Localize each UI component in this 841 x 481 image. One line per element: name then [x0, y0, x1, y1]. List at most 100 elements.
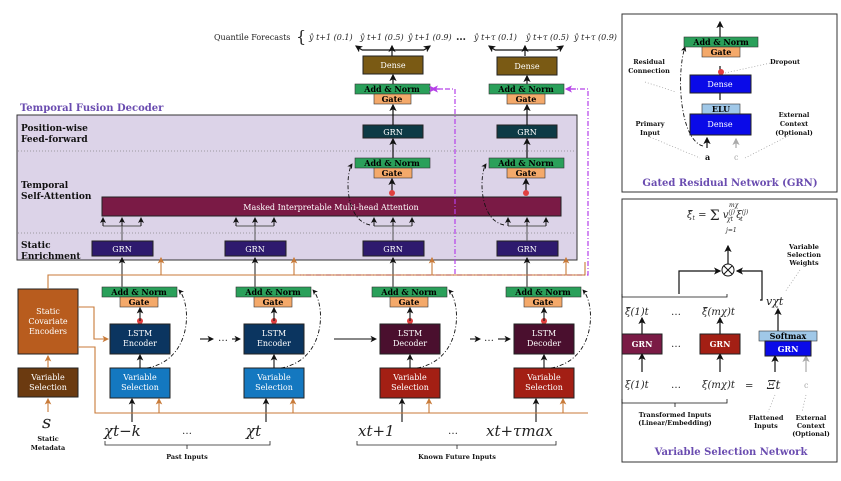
- svg-text:Masked Interpretable Multi-hea: Masked Interpretable Multi-head Attentio…: [243, 203, 418, 212]
- svg-text:Transformed Inputs(Linear/Embe: Transformed Inputs(Linear/Embedding): [638, 411, 711, 427]
- svg-text:Dropout: Dropout: [770, 58, 800, 66]
- svg-text:c: c: [804, 381, 809, 390]
- svg-text:c: c: [734, 153, 739, 162]
- dropout-dot: [523, 190, 529, 196]
- svg-text:GRN: GRN: [383, 245, 402, 254]
- enrichment-grn: GRN: [224, 217, 298, 286]
- decoder-panel: [16, 114, 578, 261]
- quantile-tt-01: ŷ t+τ (0.1): [473, 33, 517, 42]
- svg-text:vχt: vχt: [766, 295, 784, 308]
- svg-text:ELU: ELU: [712, 104, 730, 114]
- svg-text:Gate: Gate: [399, 297, 420, 307]
- svg-text:a: a: [705, 152, 710, 162]
- quantile-tt-05: ŷ t+τ (0.5): [525, 33, 569, 42]
- past-ellipsis: …: [182, 426, 192, 437]
- svg-text:GRN: GRN: [245, 245, 264, 254]
- svg-text:Add & Norm: Add & Norm: [692, 37, 749, 47]
- quantile-forecasts-label: Quantile Forecasts: [214, 33, 290, 42]
- svg-text:…: …: [671, 307, 681, 318]
- quantile-t1-09: ŷ t+1 (0.9): [407, 33, 452, 42]
- svg-text:ξ̃(mχ)t: ξ̃(mχ)t: [702, 307, 736, 318]
- dense-block-tt: Dense: [496, 56, 558, 76]
- svg-text:ξ(mχ)t: ξ(mχ)t: [702, 380, 736, 391]
- svg-text:Add & Norm: Add & Norm: [497, 158, 554, 168]
- svg-text:GRN: GRN: [632, 339, 653, 349]
- svg-text:GRN: GRN: [710, 339, 731, 349]
- svg-text:=: =: [745, 381, 753, 392]
- svg-text:…: …: [671, 380, 681, 391]
- attention-block: Masked Interpretable Multi-head Attentio…: [101, 196, 562, 217]
- svg-text:Dense: Dense: [514, 62, 539, 71]
- dropout-dot: [389, 190, 395, 196]
- decoder-title: Temporal Fusion Decoder: [20, 103, 164, 114]
- svg-text:Add & Norm: Add & Norm: [497, 84, 554, 94]
- svg-text:Gate: Gate: [382, 94, 403, 104]
- input-past-last: χt: [245, 422, 262, 440]
- dense-block-t1: Dense: [362, 55, 424, 75]
- vsn-formula: ξ̃t = Σ v(j)χt ξ(j)t: [687, 208, 749, 224]
- input-future-last: xt+τmax: [486, 422, 554, 440]
- svg-text:Dense: Dense: [380, 61, 405, 70]
- layer-label-self-attention: Temporal Self-Attention: [21, 181, 92, 202]
- svg-text:GRN: GRN: [517, 245, 536, 254]
- quantile-t1-01: ŷ t+1 (0.1): [308, 33, 353, 42]
- svg-text:Gate: Gate: [533, 297, 554, 307]
- layer-label-feed-forward: Position-wise Feed-forward: [21, 124, 91, 145]
- svg-text:Gate: Gate: [263, 297, 284, 307]
- svg-text:Gate: Gate: [711, 47, 732, 57]
- enrichment-grn: GRN: [496, 217, 570, 286]
- static-symbol: s: [42, 412, 51, 433]
- lstm-ellipsis: …: [218, 333, 228, 344]
- grn-panel: Add & Norm Gate Dense ELU Dense Residual…: [621, 13, 838, 193]
- svg-text:Add & Norm: Add & Norm: [110, 287, 167, 297]
- quantile-ellipsis: …: [456, 32, 466, 43]
- quantile-tt-09: ŷ t+τ (0.9): [573, 33, 617, 42]
- svg-text:Gate: Gate: [382, 168, 403, 178]
- svg-text:Gate: Gate: [129, 297, 150, 307]
- svg-text:GRN: GRN: [112, 245, 131, 254]
- svg-text:mχ: mχ: [729, 202, 739, 209]
- layer-label-static-enrichment: Static Enrichment: [21, 241, 81, 262]
- attn-gate-t1: Add & Norm Gate: [354, 157, 431, 179]
- ff-grn-tt: GRN: [496, 124, 558, 139]
- ff-grn-t1: GRN: [362, 124, 424, 139]
- grn-panel-title: Gated Residual Network (GRN): [642, 178, 817, 189]
- svg-text:Gate: Gate: [516, 168, 537, 178]
- quantile-forecasts: Quantile Forecasts { ŷ t+1 (0.1) ŷ t+1 (…: [214, 27, 617, 46]
- svg-text:Dense: Dense: [707, 120, 732, 129]
- future-inputs-label: Known Future Inputs: [418, 453, 496, 461]
- svg-text:Add & Norm: Add & Norm: [244, 287, 301, 297]
- quantile-t1-05: ŷ t+1 (0.5): [359, 33, 404, 42]
